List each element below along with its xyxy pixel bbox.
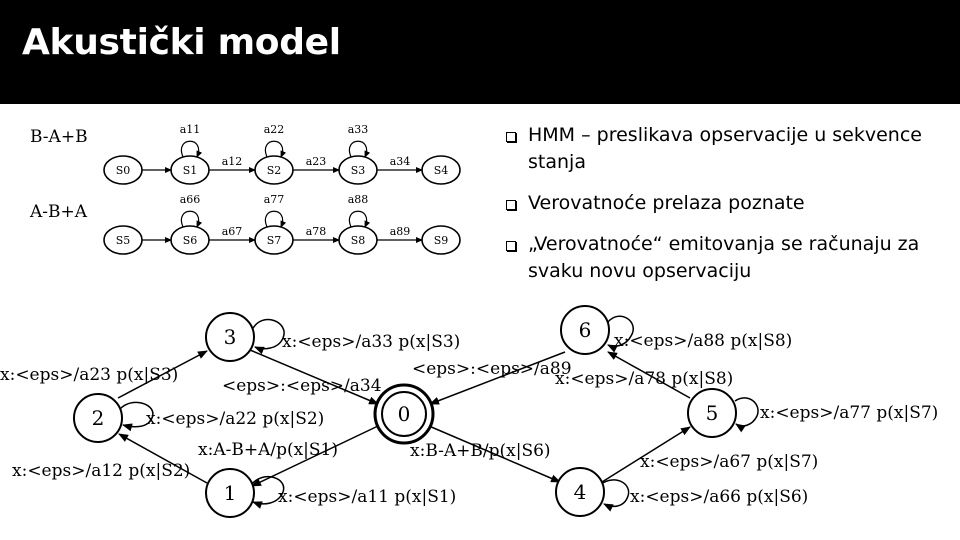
checkbox-bullet-icon — [506, 132, 516, 142]
checkbox-bullet-icon — [506, 200, 516, 210]
fst-edge — [607, 351, 691, 399]
fst-edge-label: x:<eps>/a22 p(x|S2) — [146, 409, 324, 429]
hmm-state-label: S3 — [351, 164, 366, 177]
hmm-self-loop — [348, 140, 371, 158]
hmm-edge-label: a12 — [222, 155, 243, 168]
title-bar: Akustički model — [0, 0, 960, 104]
fst-edge-label: x:<eps>/a11 p(x|S1) — [278, 487, 456, 507]
fst-self-loop — [734, 397, 759, 433]
fst-self-loop — [251, 318, 285, 355]
fst-self-loop — [119, 401, 154, 432]
hmm-loop-label: a88 — [348, 193, 369, 206]
hmm-state-label: S6 — [183, 234, 198, 247]
hmm-edge-label: a23 — [306, 155, 327, 168]
fst-edge-label: x:B-A+B/p(x|S6) — [410, 441, 551, 461]
hmm-loop-label: a66 — [180, 193, 201, 206]
hmm-edge-label: a78 — [306, 225, 327, 238]
fst-edge-label: x:<eps>/a23 p(x|S3) — [0, 365, 178, 385]
fst-edge — [428, 425, 561, 483]
hmm-self-loop — [264, 210, 287, 228]
fst-node-label: 3 — [224, 325, 237, 349]
hmm-self-loop — [348, 210, 371, 228]
hmm-row-label: B-A+B — [30, 127, 88, 147]
bullet-text: „Verovatnoće“ emitovanja se računaju za … — [528, 233, 920, 282]
hmm-loop-label: a77 — [264, 193, 285, 206]
fst-edge-label: x:<eps>/a78 p(x|S8) — [555, 369, 733, 389]
hmm-state-label: S1 — [183, 164, 198, 177]
bullet-list: HMM – preslikava opservacije u sekvence … — [506, 122, 946, 299]
fst-node-2 — [73, 393, 123, 443]
fst-node-4 — [555, 467, 605, 517]
hmm-state-label: S9 — [434, 234, 449, 247]
bullet-text: Verovatnoće prelaza poznate — [528, 192, 805, 214]
hmm-loop-label: a22 — [264, 123, 285, 136]
fst-edge-label: <eps>:<eps>/a89 — [412, 359, 572, 379]
fst-edge-label: x:<eps>/a67 p(x|S7) — [640, 452, 818, 472]
fst-self-loop — [600, 479, 630, 512]
fst-node-1 — [205, 468, 255, 518]
hmm-self-loop — [264, 140, 287, 158]
fst-node-label: 6 — [579, 318, 592, 342]
hmm-loop-label: a11 — [180, 123, 201, 136]
hmm-state-label: S7 — [267, 234, 282, 247]
hmm-state-label: S4 — [434, 164, 449, 177]
bullet-item: „Verovatnoće“ emitovanja se računaju za … — [506, 231, 946, 285]
fst-edge — [251, 425, 379, 487]
slide-title: Akustički model — [22, 22, 341, 63]
bullet-item: Verovatnoće prelaza poznate — [506, 190, 946, 217]
fst-edge — [249, 349, 379, 405]
hmm-self-loop — [180, 210, 203, 228]
fst-node-5 — [687, 388, 737, 438]
fst-node-3 — [205, 312, 255, 362]
fst-self-loop — [607, 315, 634, 353]
fst-node-label: 0 — [398, 402, 411, 426]
hmm-edge-label: a89 — [390, 225, 411, 238]
fst-node-label: 5 — [706, 401, 719, 425]
fst-edge-label: x:<eps>/a88 p(x|S8) — [614, 331, 792, 351]
fst-edge — [601, 426, 691, 483]
hmm-loop-label: a33 — [348, 123, 369, 136]
fst-edge-label: x:<eps>/a33 p(x|S3) — [282, 332, 460, 352]
fst-node-label: 4 — [574, 480, 587, 504]
fst-node-6 — [560, 305, 610, 355]
checkbox-bullet-icon — [506, 241, 516, 251]
fst-edge-label: <eps>:<eps>/a34 — [222, 376, 382, 396]
fst-edge — [429, 351, 566, 405]
fst-edge-label: x:<eps>/a12 p(x|S2) — [12, 461, 190, 481]
bullet-text: HMM – preslikava opservacije u sekvence … — [528, 124, 922, 173]
fst-node-0-inner — [381, 391, 427, 437]
hmm-state-label: S0 — [116, 164, 131, 177]
hmm-self-loop — [180, 140, 203, 158]
hmm-edge-label: a67 — [222, 225, 243, 238]
hmm-row-label: A-B+A — [29, 202, 88, 222]
fst-node-label: 2 — [92, 406, 105, 430]
fst-edge — [118, 433, 208, 484]
fst-edge-label: x:<eps>/a66 p(x|S6) — [630, 487, 808, 507]
hmm-state-label: S2 — [267, 164, 282, 177]
fst-edge-label: x:<eps>/a77 p(x|S7) — [760, 403, 938, 423]
hmm-edge-label: a34 — [390, 155, 411, 168]
fst-self-loop — [251, 475, 285, 509]
hmm-state-label: S8 — [351, 234, 366, 247]
fst-node-label: 1 — [224, 481, 237, 505]
hmm-state-label: S5 — [116, 234, 131, 247]
bullet-item: HMM – preslikava opservacije u sekvence … — [506, 122, 946, 176]
fst-edge-label: x:A-B+A/p(x|S1) — [198, 440, 338, 460]
fst-edge — [117, 350, 208, 399]
